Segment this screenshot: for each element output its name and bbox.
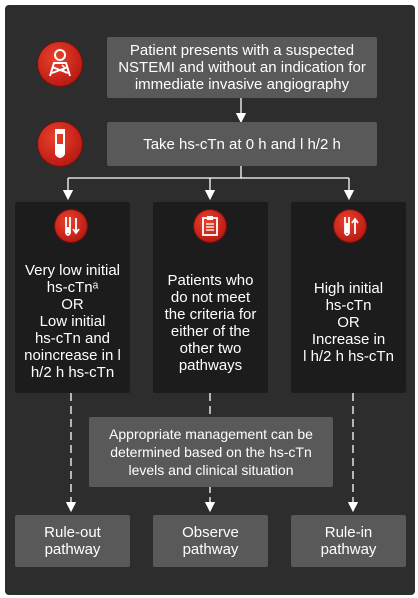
observe-pathway-box: Observe pathway (153, 515, 268, 567)
column-rule-in-criteria: High initial hs-cTn OR Increase in l h/2… (291, 202, 406, 393)
test-tube-icon (38, 122, 82, 166)
column-line: OR (61, 296, 84, 313)
flowchart-panel: Patient presents with a suspected NSTEMI… (5, 5, 415, 595)
outcome-line: pathway (44, 541, 101, 558)
column-line: Increase in (311, 331, 386, 348)
management-box: Appropriate management can be determined… (89, 417, 333, 487)
outcome-line: Rule-in (324, 524, 373, 541)
outcome-line: Observe (182, 524, 239, 541)
management-line: determined based on the hs-cTn (110, 444, 312, 460)
management-line: Appropriate management can be (109, 426, 313, 442)
column-line: Low initial (39, 313, 106, 330)
start-box: Patient presents with a suspected NSTEMI… (107, 37, 377, 98)
column-rule-out-criteria: Very low initial hs-cTnᵃ OR Low initial … (15, 202, 130, 393)
column-line: l h/2 h hs-cTn (303, 348, 394, 365)
column-line: do not meet (170, 289, 251, 306)
column-line: OR (337, 314, 360, 331)
chest-pain-person-icon (38, 42, 82, 86)
outcome-line: Rule-out (44, 524, 101, 541)
outcome-line: pathway (320, 541, 377, 558)
column-line: either of the (170, 323, 251, 340)
rule-in-pathway-box: Rule-in pathway (291, 515, 406, 567)
column-line: Very low initial (24, 262, 121, 279)
test-tube-down-arrow-icon (55, 210, 87, 242)
column-line: Patients who (167, 272, 254, 289)
column-observe-criteria: Patients who do not meet the criteria fo… (153, 202, 268, 393)
column-line: noincrease in l (24, 347, 121, 364)
column-line: High initial (313, 280, 384, 297)
test-tube-up-arrow-icon (334, 210, 366, 242)
column-line: h/2 h hs-cTn (30, 364, 115, 381)
column-line: pathways (178, 357, 243, 374)
column-line: other two (179, 340, 242, 357)
outcome-line: pathway (182, 541, 239, 558)
column-line: hs-cTn and (34, 330, 111, 347)
column-line: the criteria for (164, 306, 257, 323)
clipboard-icon (194, 210, 226, 242)
rule-out-pathway-box: Rule-out pathway (15, 515, 130, 567)
test-box: Take hs-cTn at 0 h and l h/2 h (107, 122, 377, 166)
management-line: levels and clinical situation (128, 462, 294, 478)
column-line: hs-cTnᵃ (46, 279, 99, 296)
connector-lines (62, 98, 359, 513)
column-line: hs-cTn (325, 297, 372, 314)
